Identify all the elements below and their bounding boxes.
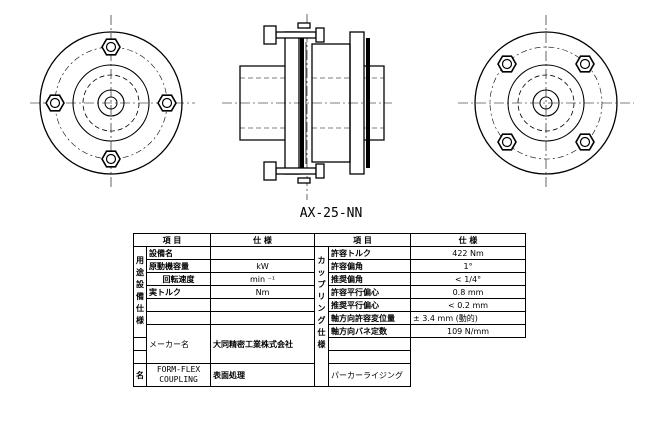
name-value: FORM-FLEX COUPLING: [145, 363, 212, 387]
side-bolts: [263, 22, 325, 184]
name-label: 名 称: [133, 363, 147, 387]
left-value: Nm: [210, 285, 316, 299]
right-value: 109 N/mm: [410, 324, 527, 338]
table-row: 軸方向許容変位量 ± 3.4 mm (動的): [134, 311, 527, 325]
right-value: 1°: [410, 259, 527, 273]
left-item: 原動機容量: [145, 259, 212, 273]
right-end-view: [458, 15, 634, 190]
disc-packs: [300, 38, 370, 168]
right-header-spec: 仕 様: [410, 233, 527, 247]
right-item: 軸方向バネ定数: [328, 324, 412, 338]
right-value: ± 3.4 mm (動的): [410, 311, 527, 325]
maker-value: 大同精密工業株式会社: [210, 324, 316, 364]
coupling-drawing: [30, 14, 634, 200]
table-row: 原動機容量 kW 許容偏角 1°: [134, 259, 527, 273]
left-group-label: 用途・設備仕様: [133, 246, 147, 338]
table-row: 推奨平行偏心 < 0.2 mm: [134, 298, 527, 312]
right-value: < 1/4°: [410, 272, 527, 286]
right-value: [328, 337, 412, 351]
left-value: min ⁻¹: [210, 272, 316, 286]
right-group-label: カップリング仕様: [314, 246, 330, 387]
maker-label: メーカー名: [145, 324, 212, 364]
left-value: [210, 298, 316, 312]
right-value: 0.8 mm: [410, 285, 527, 299]
spec-table: 項 目 仕 様 項 目 仕 様 用途・設備仕様 設備名 カップリング仕様 許容ト…: [132, 233, 527, 387]
right-item: 推奨偏角: [328, 272, 412, 286]
left-value: kW: [210, 259, 316, 273]
left-end-view: [30, 15, 195, 190]
right-item: 表面処理: [210, 363, 316, 387]
right-item: 推奨平行偏心: [328, 298, 412, 312]
left-item: 設備名: [145, 246, 212, 260]
left-item: [145, 311, 212, 325]
table-row: メーカー名 大同精密工業株式会社 軸方向バネ定数 109 N/mm: [134, 324, 527, 364]
left-header-item: 項 目: [132, 233, 212, 247]
right-value: < 0.2 mm: [410, 298, 527, 312]
left-item: 回転速度: [145, 272, 212, 286]
left-value: [210, 246, 316, 260]
left-header-spec: 仕 様: [210, 233, 316, 247]
table-row: 用途・設備仕様 設備名 カップリング仕様 許容トルク 422 Nm: [133, 246, 527, 387]
left-item: 実トルク: [145, 285, 212, 299]
right-item: [133, 350, 147, 364]
table-row: 実トルク Nm 許容平行偏心 0.8 mm: [134, 285, 527, 299]
name-value-line2: COUPLING: [159, 375, 198, 384]
table-row: 名 称 FORM-FLEX COUPLING 表面処理 パーカーライジング: [133, 363, 526, 387]
model-number: AX-25-NN: [299, 206, 363, 221]
right-item: 許容トルク: [328, 246, 412, 260]
right-item: 許容平行偏心: [328, 285, 412, 299]
right-item: 軸方向許容変位量: [328, 311, 412, 325]
right-item: [133, 337, 147, 351]
left-item: [145, 298, 212, 312]
table-row: 回転速度 min ⁻¹ 推奨偏角 < 1/4°: [134, 272, 527, 286]
header-row: 項 目 仕 様 項 目 仕 様: [132, 233, 527, 247]
right-value: 422 Nm: [410, 246, 527, 260]
left-value: [210, 311, 316, 325]
right-item: 許容偏角: [328, 259, 412, 273]
right-header-item: 項 目: [314, 233, 412, 247]
right-value: [328, 350, 412, 364]
name-value-line1: FORM-FLEX: [156, 365, 201, 374]
right-value: パーカーライジング: [328, 363, 412, 387]
